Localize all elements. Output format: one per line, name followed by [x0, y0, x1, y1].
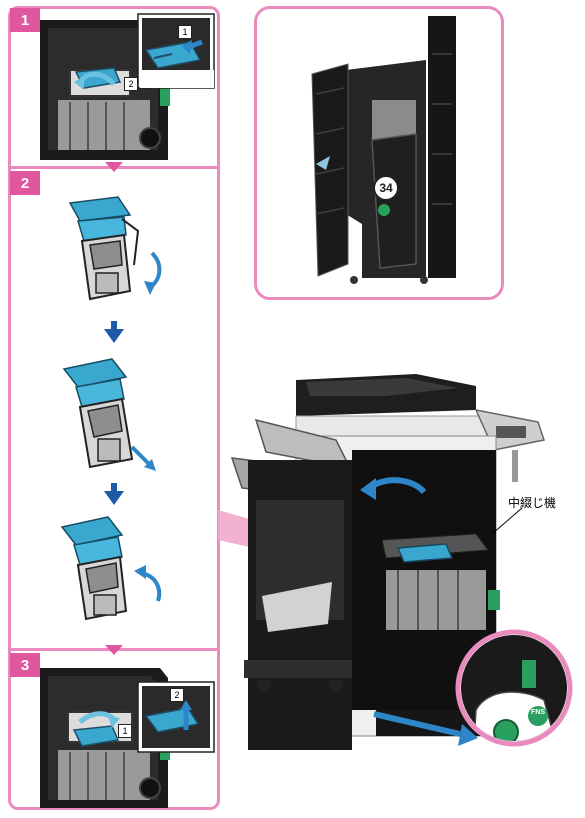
step-arrow-1 [105, 162, 123, 172]
step-arrow-2 [105, 645, 123, 655]
step-1-illustration [40, 13, 215, 160]
stapler-unit-illustration-a [68, 196, 162, 301]
step-3-callout-2: 2 [170, 688, 184, 702]
flow-arrow-1 [104, 329, 124, 343]
unit-detail-panel [254, 6, 504, 300]
step-1-badge: 1 [10, 8, 40, 32]
part-number-badge: 34 [373, 175, 399, 201]
step-1-callout-1: 1 [178, 25, 192, 39]
unit-detail-illustration [311, 16, 456, 284]
saddle-stitcher-label: 中綴じ機 [508, 496, 557, 510]
stapler-unit-illustration-c [60, 516, 162, 621]
stapler-unit-illustration-b [62, 358, 156, 471]
step-3-badge: 3 [10, 653, 40, 677]
flow-arrow-1-stem [111, 321, 117, 330]
step-2-badge: 2 [10, 171, 40, 195]
step-3-callout-1: 1 [118, 724, 132, 738]
step-3-illustration [40, 668, 215, 808]
fns-tag: FNS [531, 709, 545, 716]
machine-overview-illustration [230, 374, 573, 750]
steps-panel [8, 6, 220, 810]
step-1-callout-2: 2 [124, 77, 138, 91]
flow-arrow-2-stem [111, 483, 117, 492]
flow-arrow-2 [104, 491, 124, 505]
